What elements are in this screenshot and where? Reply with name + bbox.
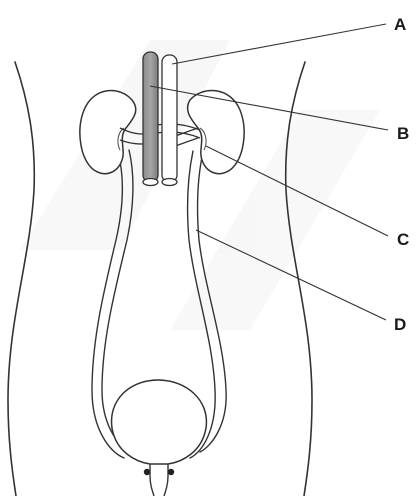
urethra — [144, 464, 174, 496]
body-left-contour — [8, 62, 34, 496]
aorta-end — [162, 179, 177, 186]
vena-cava — [143, 52, 158, 186]
sphincter-left — [144, 469, 150, 475]
vena-cava-end — [143, 179, 158, 186]
label-c: C — [397, 230, 409, 249]
label-a: A — [394, 15, 406, 34]
label-b: B — [397, 124, 409, 143]
bladder — [112, 380, 207, 464]
label-d: D — [394, 315, 406, 334]
sphincter-right — [168, 469, 174, 475]
aorta — [162, 55, 177, 186]
watermark — [20, 40, 380, 330]
